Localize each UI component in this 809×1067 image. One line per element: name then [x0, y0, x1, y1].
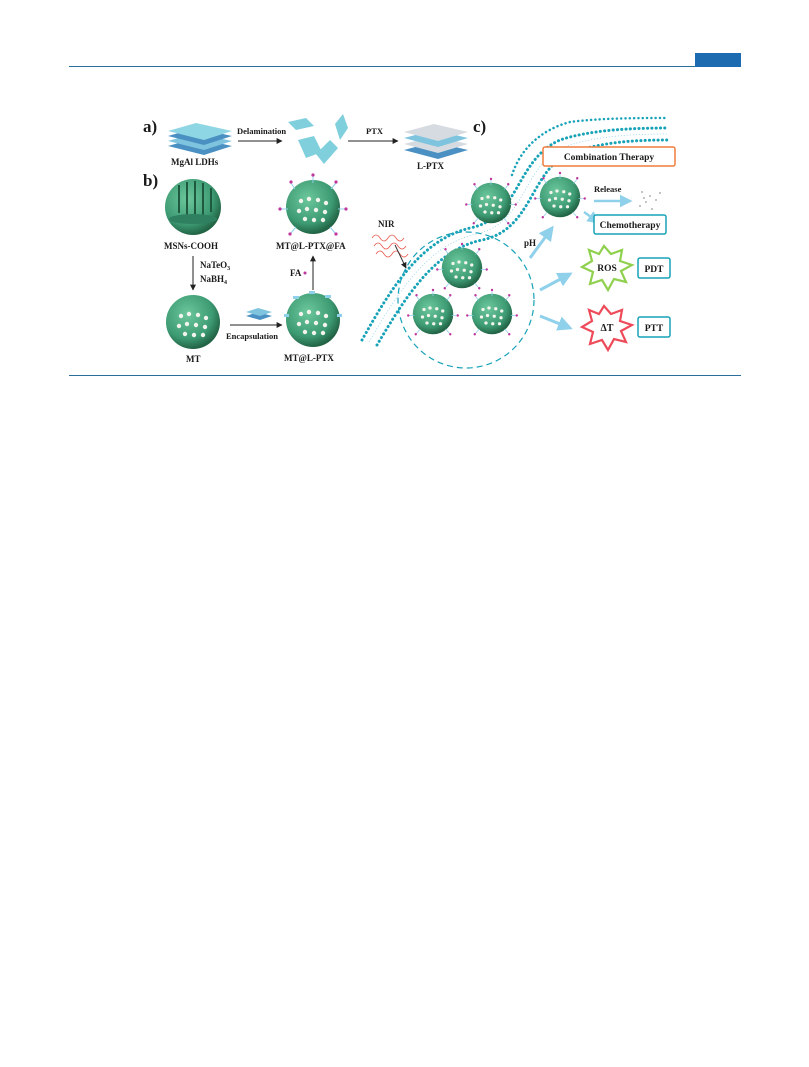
released-drug-dots [639, 191, 661, 210]
release-label: Release [594, 184, 622, 194]
mt-l-ptx-label: MT@L-PTX [284, 353, 334, 363]
header-accent-tab [695, 53, 741, 67]
l-ptx-label: L-PTX [417, 161, 445, 171]
mt-l-ptx-fa-label: MT@L-PTX@FA [276, 241, 346, 251]
ph-label: pH [524, 238, 536, 248]
ros-star-icon [579, 244, 635, 293]
cell-nanoparticle-2 [406, 288, 460, 336]
msns-cooh-sphere [165, 179, 221, 235]
chemotherapy-box [593, 214, 667, 235]
fa-molecule-icon [303, 271, 307, 275]
delamination-label: Delamination [237, 126, 286, 136]
nir-label: NIR [378, 219, 395, 229]
ptt-box [637, 316, 671, 338]
mt-sphere [166, 295, 220, 349]
pdt-box [637, 257, 671, 279]
panel-b-label: b) [143, 171, 158, 190]
membrane-tails [368, 133, 669, 343]
encapsulation-label: Encapsulation [226, 331, 278, 341]
nir-wave-icon [371, 234, 409, 258]
mt-l-ptx-sphere [284, 291, 342, 347]
mgal-ldhs-label: MgAl LDHs [171, 157, 219, 167]
pdt-label: PDT [645, 265, 665, 275]
ptx-label: PTX [366, 126, 384, 136]
l-ptx-stack [404, 124, 468, 159]
ph-arrow [528, 225, 554, 259]
l-ptx-mini-stack [246, 308, 272, 320]
mt-l-ptx-fa-sphere [277, 172, 349, 237]
msns-cooh-label: MSNs-COOH [164, 241, 218, 251]
ptt-label: PTT [645, 324, 664, 334]
panel-c-label: c) [473, 117, 486, 136]
release-nanoparticle [533, 171, 587, 219]
cell-membrane [360, 116, 670, 347]
combination-therapy-label: Combination Therapy [564, 153, 655, 163]
cell-region-circle [397, 231, 535, 369]
figure-bottom-rule [69, 375, 741, 376]
nir-arrow [394, 244, 407, 269]
chemotherapy-label: Chemotherapy [600, 221, 661, 231]
combination-therapy-box [542, 146, 676, 167]
natec3-label: NaTeO3 [200, 260, 230, 272]
cell-nanoparticle-3 [465, 288, 519, 336]
header-rule [69, 66, 741, 67]
membrane-nanoparticle [464, 177, 518, 225]
nabh4-label: NaBH4 [200, 274, 227, 286]
ros-label: ROS [597, 264, 617, 274]
scheme-figure: a) MgAl LDHs Delamination PTX L-PTX b) [143, 114, 676, 369]
dt-star-icon [579, 304, 635, 353]
mt-label: MT [186, 354, 201, 364]
cell-nanoparticle-1 [435, 242, 489, 290]
ros-arrow [539, 272, 573, 292]
dt-arrow [539, 314, 573, 331]
panel-a-label: a) [143, 117, 157, 136]
fa-label: FA [290, 268, 302, 278]
dt-label: ΔT [601, 323, 614, 334]
delaminated-sheets [288, 114, 348, 164]
mgal-ldhs-stack [168, 123, 232, 155]
